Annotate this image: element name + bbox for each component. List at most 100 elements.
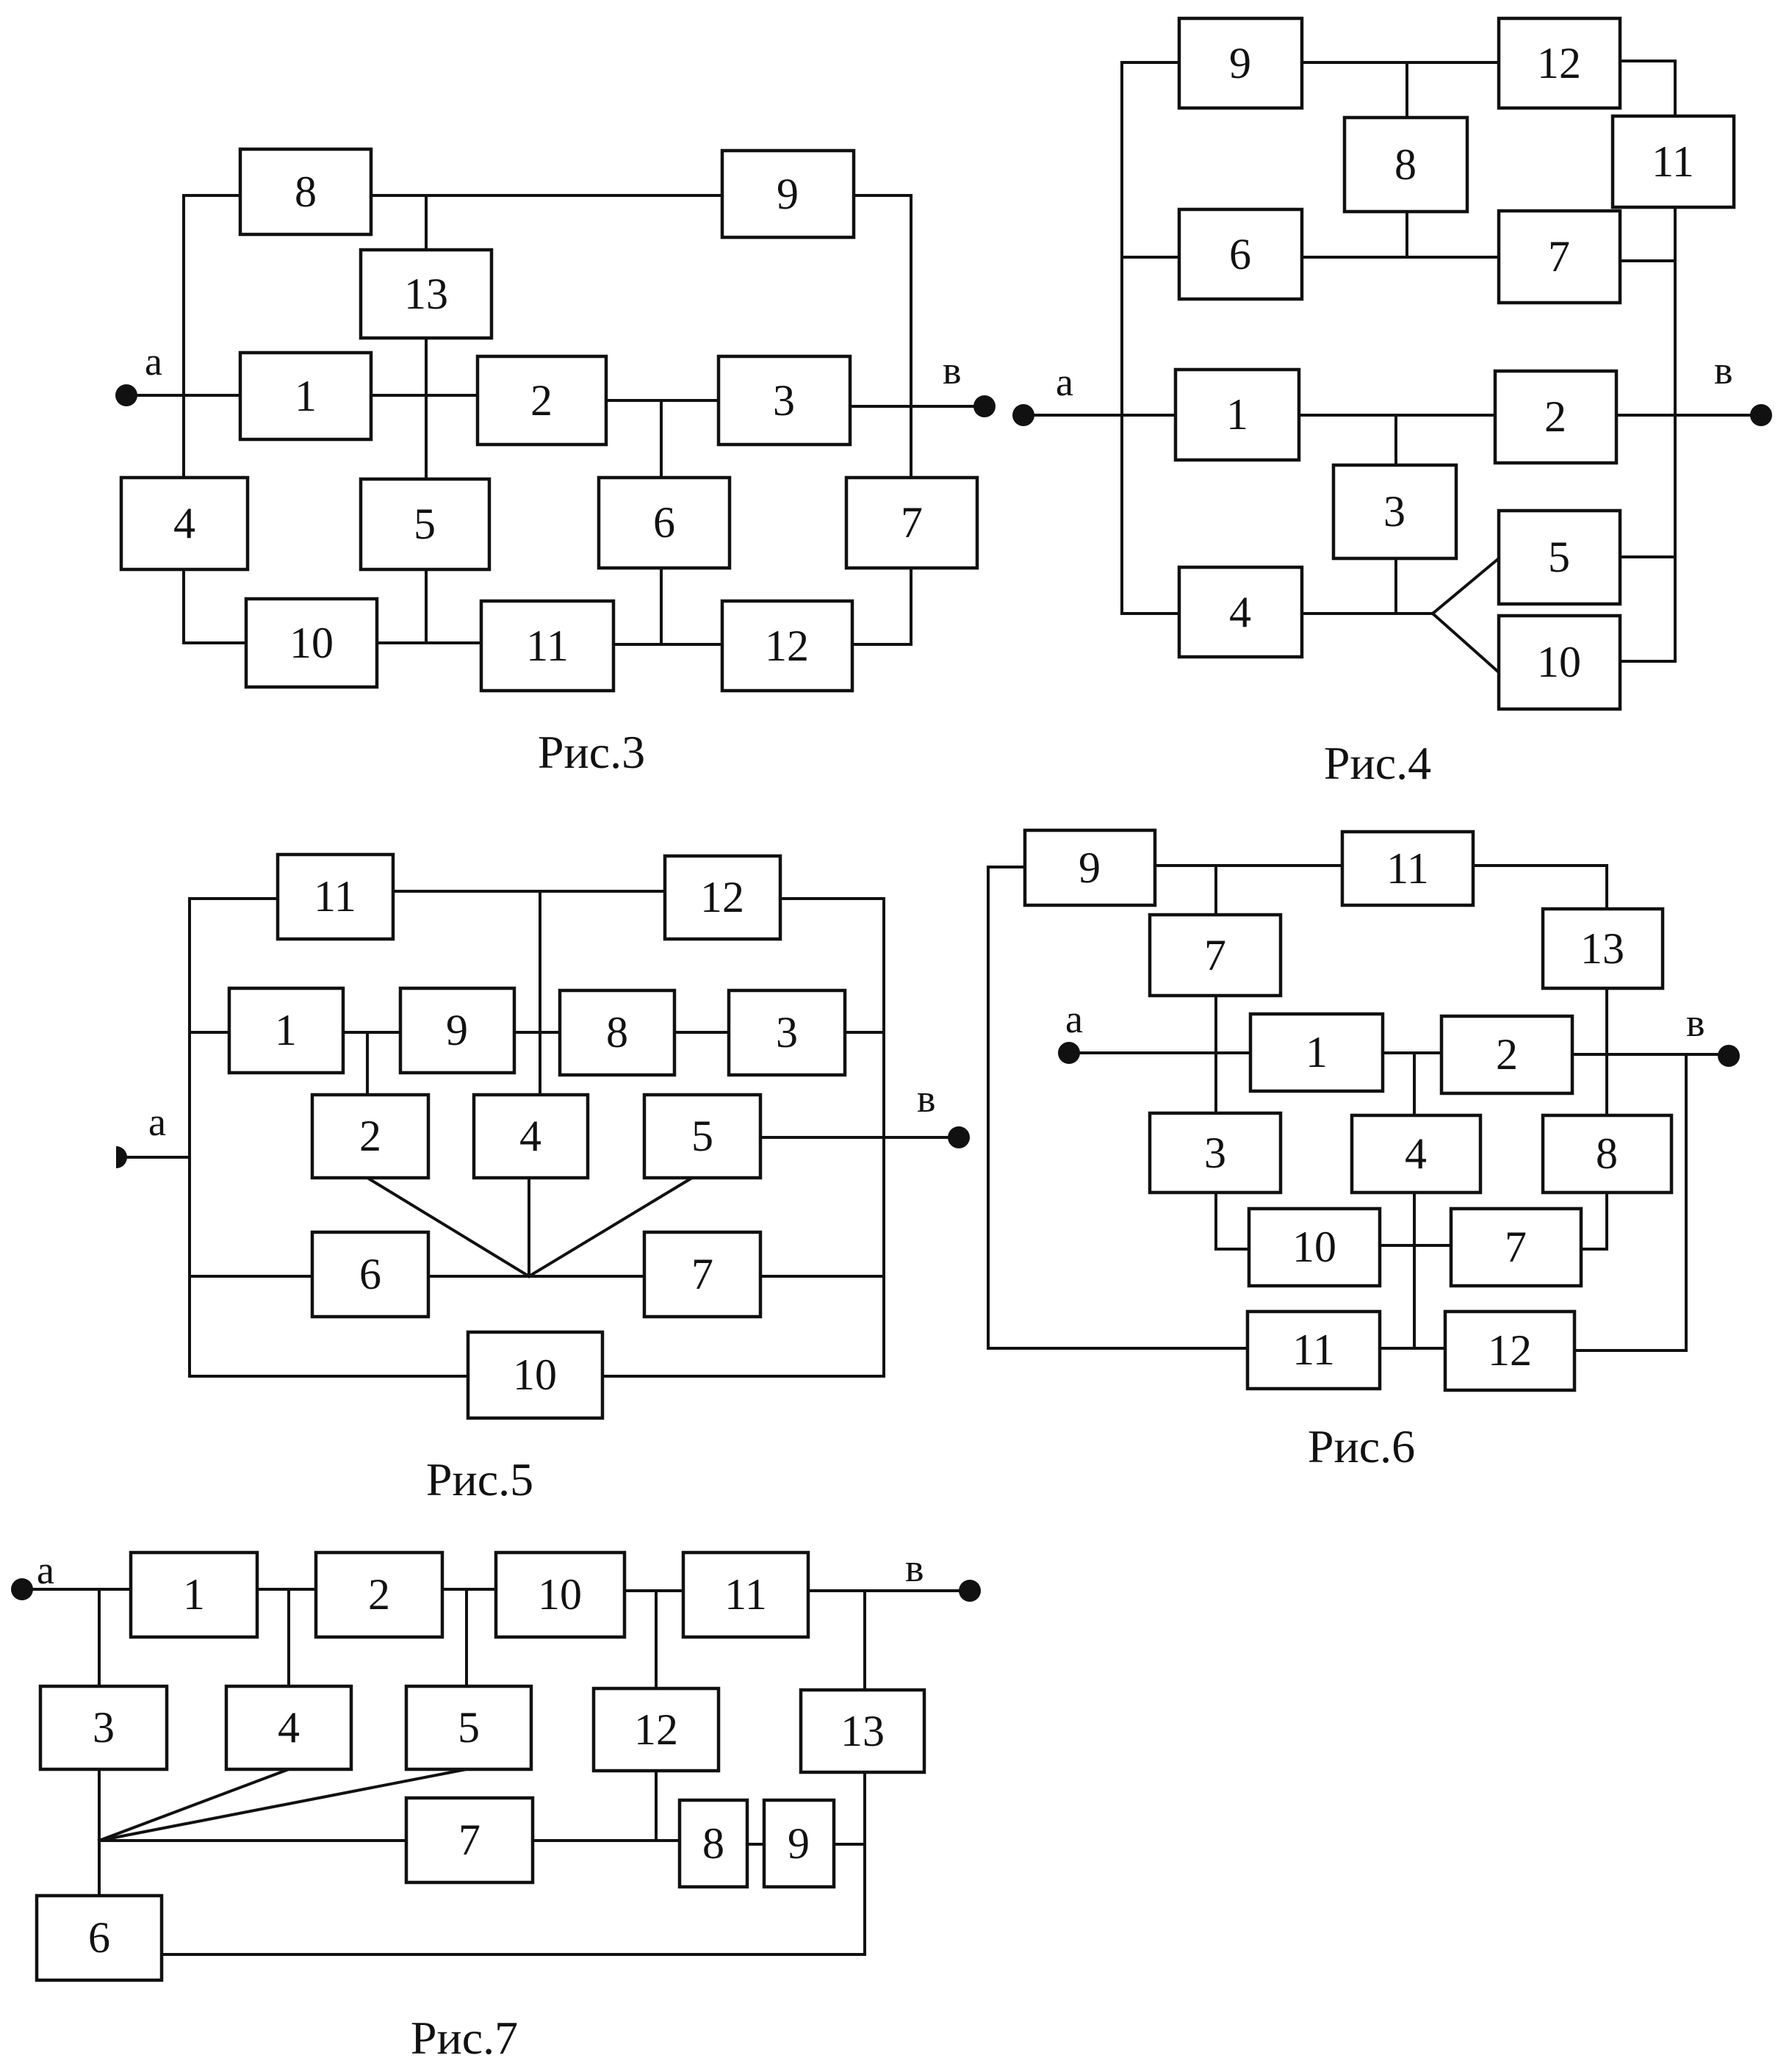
svg-text:4: 4 — [1405, 1129, 1427, 1178]
figure-5-block: 9 — [398, 986, 516, 1075]
figure-7-caption: Рис.7 — [411, 2012, 518, 2064]
figure-7-block: 2 — [314, 1550, 444, 1639]
svg-text:3: 3 — [773, 376, 795, 425]
svg-text:11: 11 — [314, 872, 356, 921]
svg-text:3: 3 — [1383, 487, 1405, 536]
figure-4-block: 3 — [1331, 463, 1458, 561]
figure-3-block: 5 — [359, 477, 492, 572]
figure-7-block: 7 — [404, 1796, 535, 1885]
figure-7-block: 4 — [224, 1684, 353, 1771]
svg-text:12: 12 — [1488, 1326, 1532, 1375]
svg-text:8: 8 — [1394, 140, 1417, 189]
figure-5-block: 11 — [276, 852, 395, 941]
svg-text:8: 8 — [702, 1819, 724, 1868]
svg-text:8: 8 — [606, 1008, 628, 1057]
figure-7: а в 1 2 10 11 3 4 5 12 13 7 8 9 6 Рис.7 — [11, 1546, 981, 2064]
svg-text:5: 5 — [691, 1112, 713, 1160]
svg-text:12: 12 — [700, 873, 744, 921]
figure-6-block: 2 — [1439, 1014, 1574, 1096]
figure-7-input-label: а — [37, 1548, 54, 1592]
figure-4-block: 12 — [1497, 16, 1622, 110]
figure-7-block: 1 — [129, 1550, 259, 1639]
figure-3-block: 9 — [720, 148, 856, 240]
svg-text:2: 2 — [1544, 392, 1566, 441]
svg-text:8: 8 — [1596, 1129, 1618, 1178]
figure-5-block: 5 — [642, 1093, 763, 1180]
svg-text:9: 9 — [788, 1819, 810, 1868]
svg-text:1: 1 — [275, 1006, 297, 1054]
svg-text:8: 8 — [295, 168, 317, 216]
figure-3-block: 1 — [238, 350, 373, 442]
svg-text:10: 10 — [1292, 1223, 1336, 1271]
figure-7-block: 11 — [681, 1550, 810, 1639]
figure-7-block: 8 — [677, 1798, 749, 1889]
svg-text:9: 9 — [777, 170, 799, 218]
figure-6-wires — [987, 864, 1728, 1352]
figure-7-block: 13 — [799, 1688, 926, 1774]
svg-text:11: 11 — [1386, 844, 1429, 893]
svg-text:9: 9 — [1079, 843, 1101, 892]
figure-6-block: 7 — [1148, 913, 1283, 998]
figure-7-block: 10 — [494, 1550, 627, 1639]
figure-6: а в 9 11 7 13 1 2 3 4 8 10 7 11 12 Рис.6 — [987, 828, 1740, 1472]
figure-6-block: 11 — [1340, 830, 1475, 907]
figure-3-block: 3 — [716, 354, 852, 447]
svg-text:7: 7 — [1548, 232, 1570, 281]
svg-text:11: 11 — [526, 622, 569, 670]
svg-text:10: 10 — [1537, 638, 1581, 686]
figure-7-wires — [21, 1588, 979, 1956]
svg-text:11: 11 — [1652, 137, 1694, 186]
svg-text:11: 11 — [1292, 1325, 1335, 1374]
figure-5-block: 12 — [663, 854, 782, 941]
svg-text:9: 9 — [1229, 39, 1251, 87]
figure-3-caption: Рис.3 — [538, 726, 645, 778]
svg-text:12: 12 — [1537, 39, 1581, 87]
svg-text:2: 2 — [530, 376, 552, 425]
svg-text:3: 3 — [776, 1008, 798, 1057]
svg-text:4: 4 — [278, 1703, 300, 1752]
svg-text:5: 5 — [414, 500, 436, 548]
figure-4-input-label: а — [1056, 360, 1073, 404]
svg-text:4: 4 — [173, 499, 195, 547]
svg-text:3: 3 — [93, 1703, 115, 1752]
svg-text:1: 1 — [1226, 390, 1248, 439]
svg-text:7: 7 — [901, 498, 923, 547]
figure-6-block: 8 — [1541, 1113, 1674, 1195]
figure-3: а в 8 9 13 1 2 3 4 5 6 7 10 11 12 Рис.3 — [115, 147, 996, 778]
figure-6-input-label: а — [1065, 997, 1083, 1041]
svg-text:2: 2 — [1496, 1030, 1518, 1079]
figure-5-output-label: в — [917, 1076, 936, 1120]
figure-5-block: 10 — [466, 1330, 605, 1420]
svg-text:10: 10 — [513, 1350, 557, 1399]
figure-4-block: 5 — [1497, 508, 1622, 606]
figure-4-block: 11 — [1610, 114, 1736, 209]
svg-text:13: 13 — [404, 270, 448, 318]
figure-3-block: 11 — [479, 599, 616, 693]
figure-6-block: 13 — [1541, 907, 1665, 990]
figure-4-block: 4 — [1177, 565, 1304, 659]
figure-4-wires — [1022, 60, 1761, 675]
svg-text:5: 5 — [458, 1703, 480, 1752]
svg-text:6: 6 — [653, 498, 675, 547]
svg-text:9: 9 — [446, 1006, 468, 1054]
figure-4-block: 2 — [1493, 369, 1619, 465]
figure-5-block: 7 — [642, 1230, 763, 1319]
figure-4-block: 6 — [1177, 207, 1304, 301]
svg-text:7: 7 — [691, 1250, 713, 1298]
figure-5-block: 6 — [310, 1230, 431, 1319]
svg-text:12: 12 — [765, 622, 809, 670]
figure-6-block: 11 — [1245, 1309, 1382, 1391]
svg-text:12: 12 — [634, 1705, 678, 1754]
svg-text:6: 6 — [88, 1913, 110, 1962]
figure-5: а в 11 12 1 9 8 3 2 4 5 6 7 10 Рис.5 — [96, 852, 970, 1506]
svg-text:13: 13 — [1580, 924, 1624, 973]
figure-4-block: 8 — [1342, 115, 1469, 214]
figure-4-block: 9 — [1177, 16, 1304, 110]
figure-3-block: 13 — [359, 248, 494, 340]
figure-3-block: 8 — [238, 147, 373, 237]
figure-3-block: 4 — [119, 475, 250, 572]
svg-text:1: 1 — [295, 372, 317, 420]
svg-text:7: 7 — [458, 1816, 480, 1864]
figure-5-block: 3 — [727, 988, 847, 1077]
figure-6-block: 3 — [1148, 1111, 1283, 1195]
